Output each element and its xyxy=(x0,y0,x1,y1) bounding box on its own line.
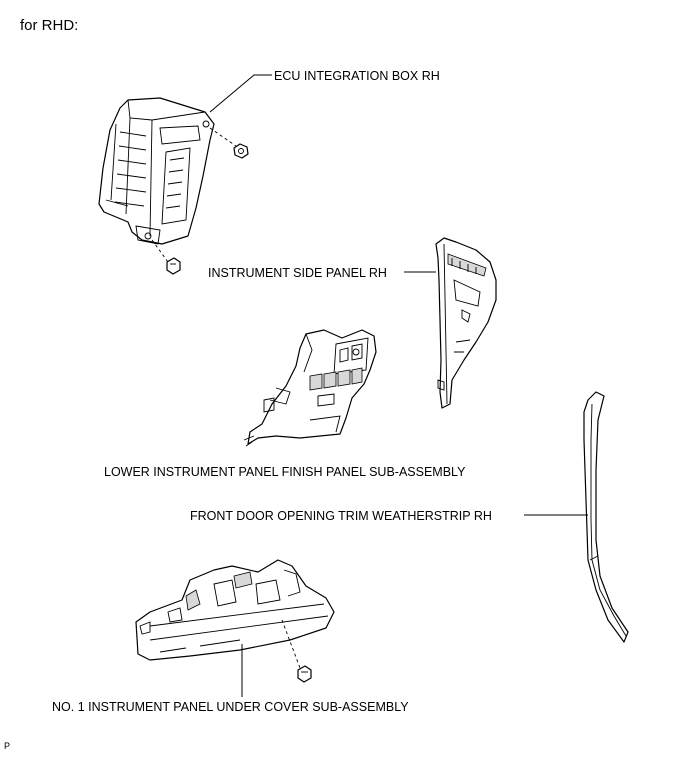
label-door-weatherstrip: FRONT DOOR OPENING TRIM WEATHERSTRIP RH xyxy=(190,509,492,523)
diagram-heading: for RHD: xyxy=(20,17,79,34)
under-cover-drawing xyxy=(135,559,335,661)
ecu-integration-box-drawing xyxy=(98,97,215,245)
label-ecu-integration-box: ECU INTEGRATION BOX RH xyxy=(274,69,440,83)
ecu-nut-drawing xyxy=(209,127,249,159)
label-lower-finish-panel: LOWER INSTRUMENT PANEL FINISH PANEL SUB-… xyxy=(104,465,466,479)
ecu-box-leader-line xyxy=(209,74,272,113)
label-instrument-side-panel: INSTRUMENT SIDE PANEL RH xyxy=(208,266,387,280)
door-weatherstrip-drawing xyxy=(583,391,629,643)
ecu-bolt-drawing xyxy=(151,239,181,275)
lower-finish-panel-drawing xyxy=(243,329,377,447)
figure-code: P xyxy=(4,741,11,751)
under-cover-bolt-drawing xyxy=(281,619,312,683)
instrument-side-panel-drawing xyxy=(435,237,497,409)
label-under-cover: NO. 1 INSTRUMENT PANEL UNDER COVER SUB-A… xyxy=(52,700,409,714)
